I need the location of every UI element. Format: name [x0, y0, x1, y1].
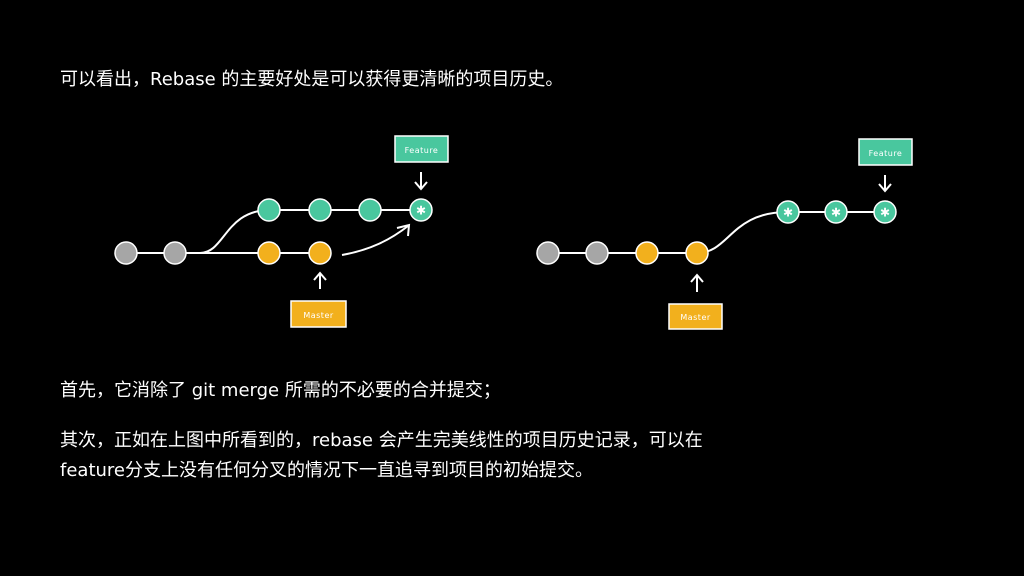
- merge-commit: [409, 198, 433, 222]
- master-label-box: [290, 300, 347, 328]
- merge-commit-star-icon: ✱: [416, 204, 426, 218]
- merge-arrow: [341, 225, 409, 256]
- rebased-commit-star-icon: ✱: [880, 206, 890, 220]
- commit-gray: [585, 241, 609, 265]
- commit-gray: [163, 241, 187, 265]
- rebased-commit-star-icon: ✱: [783, 206, 793, 220]
- commit-master: [685, 241, 709, 265]
- benefit-point-2-line-1: 其次，正如在上图中所看到的，rebase 会产生完美线性的项目历史记录，可以在: [60, 430, 703, 451]
- master-label-box: [668, 303, 723, 330]
- merge-arrow-head: [396, 223, 411, 237]
- intro-text: 可以看出，Rebase 的主要好处是可以获得更清晰的项目历史。: [60, 69, 564, 90]
- master-label: Master: [303, 311, 334, 320]
- rebased-commit: [873, 200, 897, 224]
- feature-label-box: [858, 138, 913, 166]
- feature-pointer-arrow-head: [878, 183, 892, 193]
- master-pointer-arrow-head: [313, 271, 327, 281]
- commit-gray: [114, 241, 138, 265]
- master-label: Master: [680, 313, 711, 322]
- rebased-commit: [776, 200, 800, 224]
- feature-pointer-arrow-head: [414, 181, 428, 191]
- commit-master: [635, 241, 659, 265]
- rebased-commit-star-icon: ✱: [831, 206, 841, 220]
- commit-feature: [308, 198, 332, 222]
- master-pointer-arrow-head: [690, 273, 704, 283]
- commit-feature: [257, 198, 281, 222]
- feature-label: Feature: [405, 146, 439, 155]
- rebase-history-diagram: ✱ ✱ ✱ Feature Master: [536, 138, 913, 330]
- feature-branch-line: [199, 209, 420, 254]
- merge-history-diagram: ✱ Feature Master: [114, 135, 449, 328]
- feature-label-box: [394, 135, 449, 163]
- commit-gray: [536, 241, 560, 265]
- rebased-commit: [824, 200, 848, 224]
- commit-feature: [358, 198, 382, 222]
- commit-master: [257, 241, 281, 265]
- benefit-point-1: 首先，它消除了 git merge 所需的不必要的合并提交；: [60, 380, 501, 401]
- commit-master: [308, 241, 332, 265]
- feature-label: Feature: [869, 149, 903, 158]
- benefit-point-2-line-2: feature分支上没有任何分叉的情况下一直追寻到项目的初始提交。: [60, 460, 593, 481]
